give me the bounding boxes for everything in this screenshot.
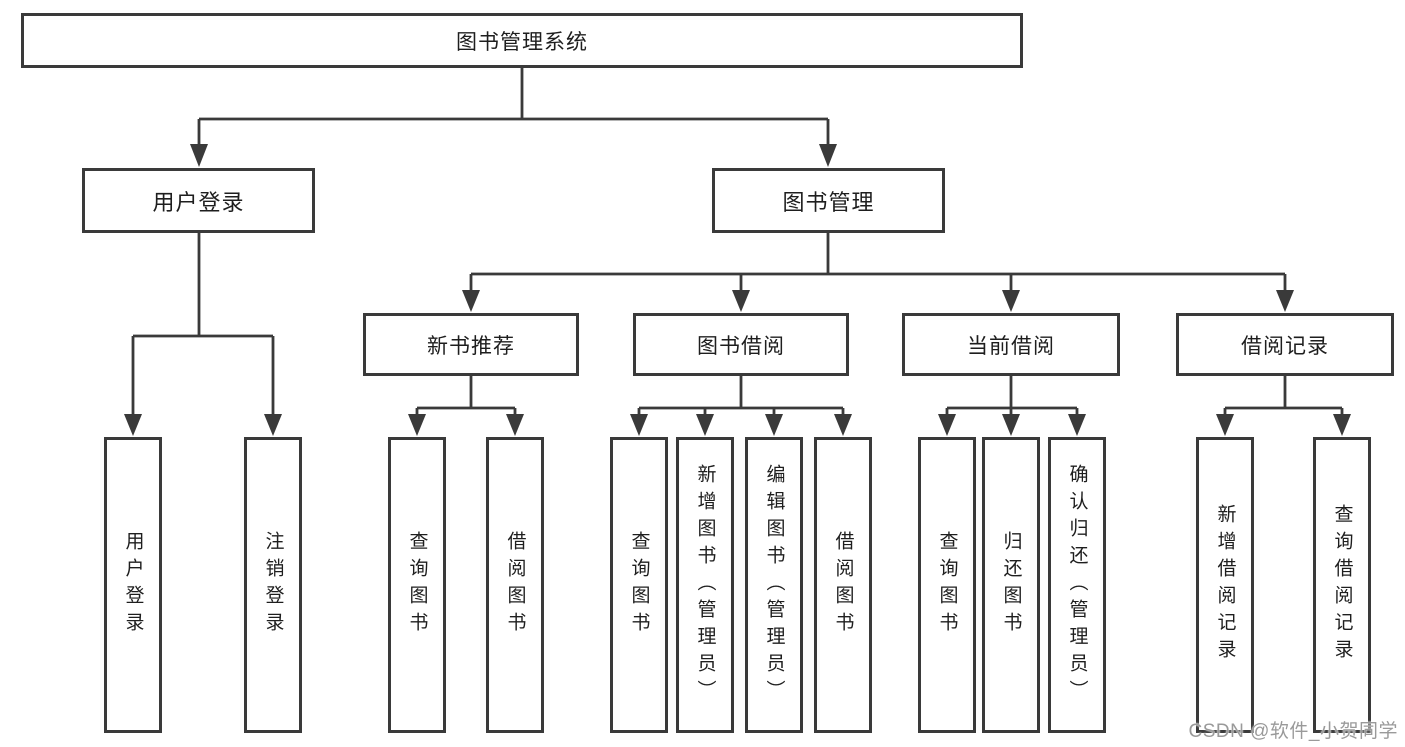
leaf-label: 查询图书 bbox=[936, 531, 958, 639]
leaf-label: 注销登录 bbox=[262, 531, 284, 639]
node-new-book-recommendation: 新书推荐 bbox=[363, 313, 579, 376]
leaf-label: 查询图书 bbox=[628, 531, 650, 639]
node-label: 当前借阅 bbox=[967, 334, 1055, 358]
leaf-borrow-books-borrowing: 借阅图书 bbox=[814, 437, 872, 733]
leaf-label: 新增图书（管理员） bbox=[694, 463, 716, 707]
node-book-borrowing: 图书借阅 bbox=[633, 313, 849, 376]
node-book-management: 图书管理 bbox=[712, 168, 945, 233]
node-label: 用户登录 bbox=[152, 189, 245, 215]
node-label: 图书借阅 bbox=[697, 334, 785, 358]
leaf-query-books-borrowing: 查询图书 bbox=[610, 437, 668, 733]
leaf-borrow-books-recommend: 借阅图书 bbox=[486, 437, 544, 733]
leaf-label: 查询图书 bbox=[406, 531, 428, 639]
leaf-edit-book-admin: 编辑图书（管理员） bbox=[745, 437, 803, 733]
node-label: 图书管理系统 bbox=[456, 30, 588, 54]
leaf-label: 新增借阅记录 bbox=[1214, 504, 1236, 666]
leaf-label: 确认归还（管理员） bbox=[1066, 463, 1088, 707]
leaf-user-login: 用户登录 bbox=[104, 437, 162, 733]
node-borrowing-records: 借阅记录 bbox=[1176, 313, 1394, 376]
leaf-query-books-recommend: 查询图书 bbox=[388, 437, 446, 733]
leaf-return-book: 归还图书 bbox=[982, 437, 1040, 733]
leaf-label: 编辑图书（管理员） bbox=[763, 463, 785, 707]
leaf-confirm-return-admin: 确认归还（管理员） bbox=[1048, 437, 1106, 733]
node-current-borrowing: 当前借阅 bbox=[902, 313, 1120, 376]
csdn-watermark: CSDN @软件_小贺同学 bbox=[1188, 721, 1398, 742]
node-label: 图书管理 bbox=[782, 189, 875, 215]
leaf-query-borrow-record: 查询借阅记录 bbox=[1313, 437, 1371, 733]
leaf-label: 查询借阅记录 bbox=[1331, 504, 1353, 666]
leaf-add-borrow-record: 新增借阅记录 bbox=[1196, 437, 1254, 733]
node-label: 新书推荐 bbox=[427, 334, 515, 358]
leaf-add-book-admin: 新增图书（管理员） bbox=[676, 437, 734, 733]
node-library-management-system: 图书管理系统 bbox=[21, 13, 1023, 68]
leaf-label: 借阅图书 bbox=[504, 531, 526, 639]
leaf-query-books-current: 查询图书 bbox=[918, 437, 976, 733]
leaf-logout: 注销登录 bbox=[244, 437, 302, 733]
leaf-label: 用户登录 bbox=[122, 531, 144, 639]
node-user-login: 用户登录 bbox=[82, 168, 315, 233]
node-label: 借阅记录 bbox=[1241, 334, 1329, 358]
leaf-label: 归还图书 bbox=[1000, 531, 1022, 639]
leaf-label: 借阅图书 bbox=[832, 531, 854, 639]
